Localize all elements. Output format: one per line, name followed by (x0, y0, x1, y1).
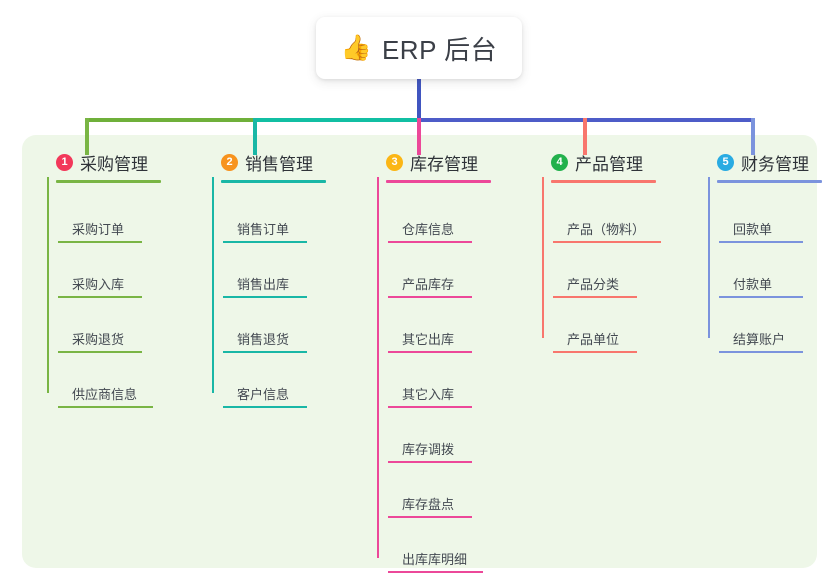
leaf-rule (553, 296, 637, 298)
branch-title-1: 采购管理 (80, 154, 148, 174)
branch-header-5[interactable]: 5 财务管理 (701, 150, 839, 174)
thumbs-up-icon: 👍 (340, 33, 372, 62)
leaf-label: 产品库存 (402, 277, 455, 292)
list-item[interactable]: 产品单位 (535, 302, 715, 357)
branch-column-4: 4 产品管理 产品（物料） 产品分类 产品单位 (535, 150, 715, 357)
leaf-label: 采购订单 (72, 222, 125, 237)
branch-column-1: 1 采购管理 采购订单 采购入库 采购退货 供应商信息 (40, 150, 200, 412)
list-item[interactable]: 库存调拨 (370, 412, 540, 467)
leaf-label: 出库库明细 (402, 552, 468, 567)
root-node-label: ERP 后台 (381, 34, 498, 65)
leaf-label: 其它入库 (402, 387, 455, 402)
leaf-rule (58, 241, 142, 243)
leaf-label: 其它出库 (402, 332, 455, 347)
list-item[interactable]: 结算账户 (701, 302, 839, 357)
list-item[interactable]: 采购退货 (40, 302, 200, 357)
list-item[interactable]: 付款单 (701, 247, 839, 302)
branch-rule-2 (221, 180, 326, 183)
leaf-label: 产品分类 (567, 277, 620, 292)
leaf-label: 库存调拨 (402, 442, 455, 457)
branch-badge-5: 5 (717, 153, 734, 171)
branch-column-3: 3 库存管理 仓库信息 产品库存 其它出库 其它入库 库存调拨 (370, 150, 540, 577)
list-item[interactable]: 其它入库 (370, 357, 540, 412)
branch-column-5: 5 财务管理 回款单 付款单 结算账户 (701, 150, 839, 357)
list-item[interactable]: 采购入库 (40, 247, 200, 302)
branch-title-3: 库存管理 (410, 154, 478, 174)
list-item[interactable]: 供应商信息 (40, 357, 200, 412)
list-item[interactable]: 回款单 (701, 192, 839, 247)
list-item[interactable]: 销售退货 (205, 302, 365, 357)
leaf-rule (719, 351, 803, 353)
branch-rule-3 (386, 180, 491, 183)
list-item[interactable]: 产品（物料） (535, 192, 715, 247)
leaf-rule (553, 241, 661, 243)
leaf-label: 销售订单 (237, 222, 290, 237)
branch-column-2: 2 销售管理 销售订单 销售出库 销售退货 客户信息 (205, 150, 365, 412)
branch-title-2: 销售管理 (245, 154, 313, 174)
branch-badge-3: 3 (386, 153, 403, 171)
leaf-rule (223, 406, 307, 408)
root-node[interactable]: 👍 ERP 后台 (316, 17, 522, 79)
leaf-label: 结算账户 (733, 332, 786, 347)
leaf-label: 仓库信息 (402, 222, 455, 237)
list-item[interactable]: 库存盘点 (370, 467, 540, 522)
list-item[interactable]: 出库库明细 (370, 522, 540, 577)
leaf-rule (223, 296, 307, 298)
leaf-rule (223, 351, 307, 353)
leaf-label: 产品（物料） (567, 222, 646, 237)
leaf-rule (719, 296, 803, 298)
branch-badge-1: 1 (56, 153, 73, 171)
leaf-label: 采购退货 (72, 332, 125, 347)
branch-badge-4: 4 (551, 153, 568, 171)
leaf-label: 采购入库 (72, 277, 125, 292)
leaf-label: 产品单位 (567, 332, 620, 347)
leaf-rule (388, 461, 472, 463)
list-item[interactable]: 产品库存 (370, 247, 540, 302)
leaf-label: 客户信息 (237, 387, 290, 402)
leaf-label: 库存盘点 (402, 497, 455, 512)
list-item[interactable]: 销售订单 (205, 192, 365, 247)
leaf-rule (388, 351, 472, 353)
leaf-rule (388, 406, 472, 408)
list-item[interactable]: 销售出库 (205, 247, 365, 302)
list-item[interactable]: 仓库信息 (370, 192, 540, 247)
leaf-label: 回款单 (733, 222, 773, 237)
leaf-rule (553, 351, 637, 353)
list-item[interactable]: 其它出库 (370, 302, 540, 357)
branch-rule-4 (551, 180, 656, 183)
leaf-label: 付款单 (733, 277, 773, 292)
list-item[interactable]: 客户信息 (205, 357, 365, 412)
leaf-rule (58, 351, 142, 353)
list-item[interactable]: 产品分类 (535, 247, 715, 302)
branch-title-4: 产品管理 (575, 154, 643, 174)
leaf-label: 销售出库 (237, 277, 290, 292)
branch-badge-2: 2 (221, 153, 238, 171)
leaf-rule (388, 241, 472, 243)
leaf-rule (58, 406, 153, 408)
branch-rule-5 (717, 180, 822, 183)
leaf-rule (58, 296, 142, 298)
branch-header-4[interactable]: 4 产品管理 (535, 150, 715, 174)
leaf-rule (719, 241, 803, 243)
leaf-label: 供应商信息 (72, 387, 138, 402)
branch-header-3[interactable]: 3 库存管理 (370, 150, 540, 174)
leaf-rule (388, 296, 472, 298)
list-item[interactable]: 采购订单 (40, 192, 200, 247)
leaf-label: 销售退货 (237, 332, 290, 347)
leaf-rule (223, 241, 307, 243)
leaf-rule (388, 571, 483, 573)
branch-rule-1 (56, 180, 161, 183)
leaf-rule (388, 516, 472, 518)
branch-header-2[interactable]: 2 销售管理 (205, 150, 365, 174)
branch-header-1[interactable]: 1 采购管理 (40, 150, 200, 174)
branch-title-5: 财务管理 (741, 154, 809, 174)
